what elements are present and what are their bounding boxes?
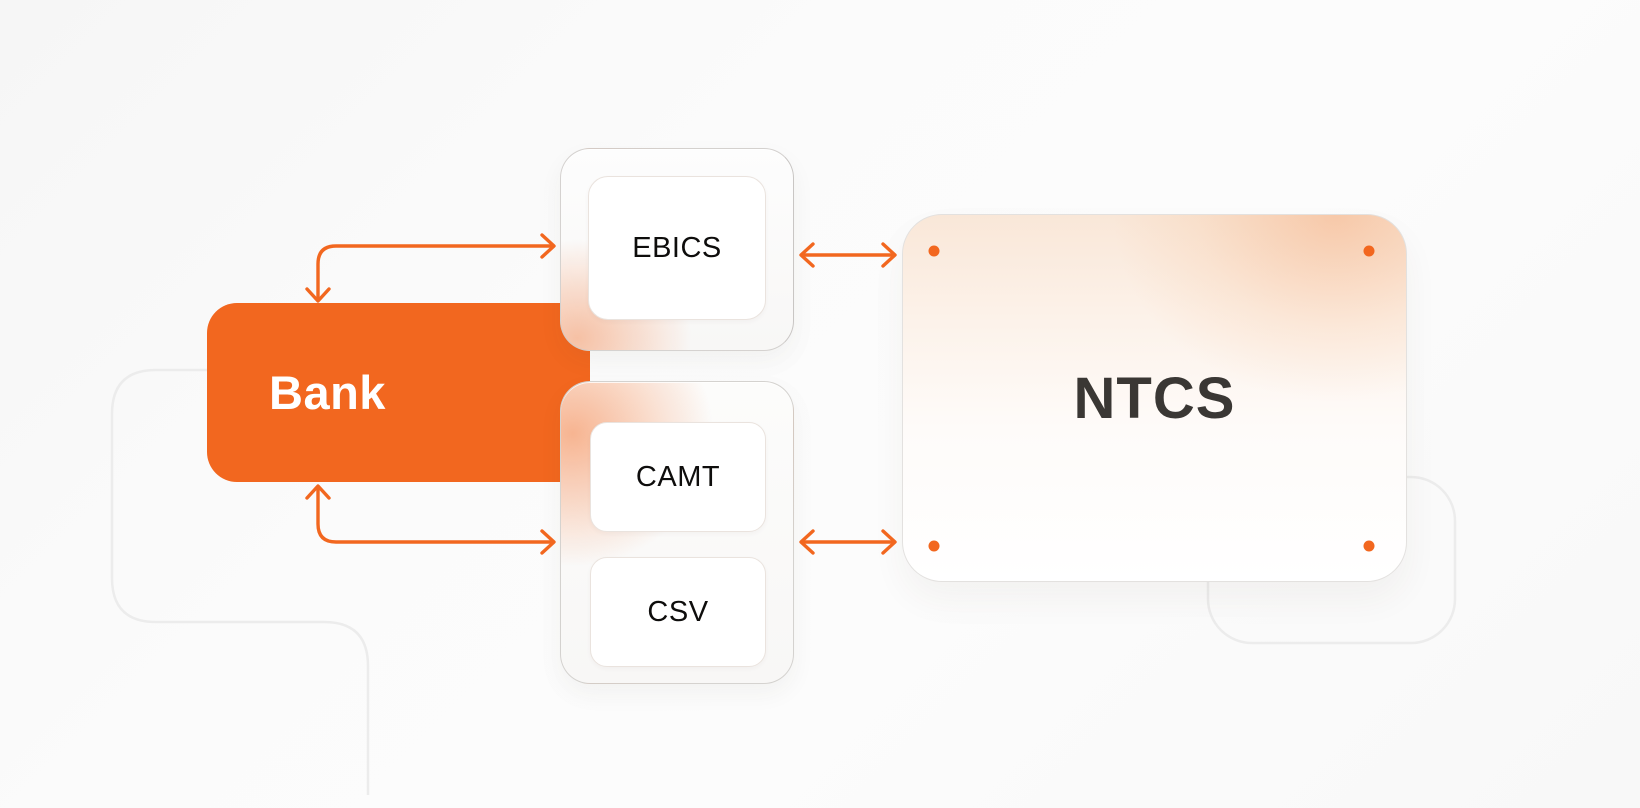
bank-label: Bank [269,366,386,419]
ebics-node: EBICS [588,176,766,320]
format-container: CAMT CSV [560,381,794,684]
bank-node: Bank [207,303,590,482]
camt-node: CAMT [590,422,766,532]
csv-node: CSV [590,557,766,667]
decoration-corner-lines [110,368,520,795]
camt-label: CAMT [635,460,721,493]
ebics-label: EBICS [632,231,722,264]
protocol-container: EBICS [560,148,794,351]
csv-label: CSV [647,595,709,628]
ntcs-node: NTCS [902,214,1407,582]
ntcs-label: NTCS [1073,365,1236,431]
